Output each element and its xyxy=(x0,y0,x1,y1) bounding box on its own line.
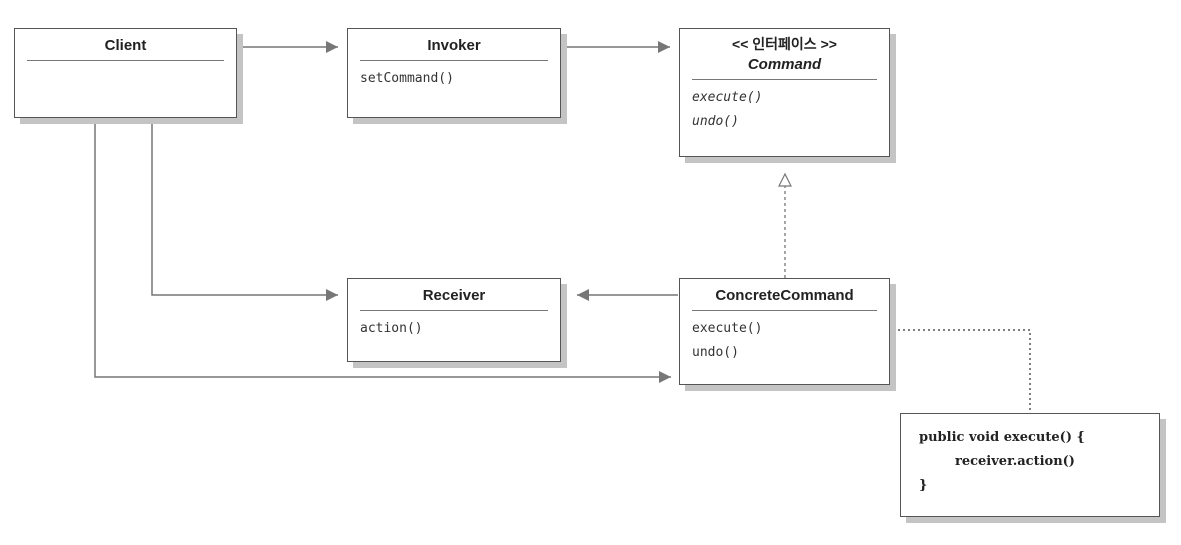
operation-setcommand: setCommand() xyxy=(360,71,454,86)
operation-execute: execute() xyxy=(692,90,763,105)
class-concretecommand[interactable]: ConcreteCommand execute() undo() xyxy=(679,278,890,385)
realization-arrowhead-icon xyxy=(778,172,792,187)
class-client-divider xyxy=(27,60,224,61)
interface-command[interactable]: << 인터페이스 >> Command execute() undo() xyxy=(679,28,890,157)
interface-stereotype: << 인터페이스 >> xyxy=(732,36,837,52)
interface-command-divider xyxy=(692,79,877,80)
note-line-signature: public void execute() { xyxy=(919,430,1085,445)
interface-command-title: Command xyxy=(747,56,822,73)
class-client[interactable]: Client xyxy=(14,28,237,118)
class-receiver-title: Receiver xyxy=(422,287,486,304)
class-concretecommand-title: ConcreteCommand xyxy=(715,287,854,304)
operation-undo: undo() xyxy=(692,114,739,129)
class-receiver-operations: action() xyxy=(348,311,560,341)
operation-execute: execute() xyxy=(692,321,763,336)
note-link xyxy=(778,329,1031,410)
class-invoker-divider xyxy=(360,60,548,61)
class-concretecommand-operations: execute() undo() xyxy=(680,311,889,365)
assoc-client-concretecommand xyxy=(94,118,671,383)
class-concretecommand-divider xyxy=(692,310,877,311)
note-line-close: } xyxy=(919,478,928,493)
code-note[interactable]: public void execute() { receiver.action(… xyxy=(900,413,1160,517)
assoc-client-receiver xyxy=(151,118,338,301)
class-client-title: Client xyxy=(104,37,147,54)
interface-command-operations: execute() undo() xyxy=(680,80,889,134)
class-receiver[interactable]: Receiver action() xyxy=(347,278,561,362)
note-line-body: receiver.action() xyxy=(955,454,1075,469)
operation-action: action() xyxy=(360,321,423,336)
interface-command-header: << 인터페이스 >> Command xyxy=(680,29,889,79)
class-invoker-title: Invoker xyxy=(427,37,481,54)
class-invoker[interactable]: Invoker setCommand() xyxy=(347,28,561,118)
operation-undo: undo() xyxy=(692,345,739,360)
class-receiver-divider xyxy=(360,310,548,311)
class-invoker-operations: setCommand() xyxy=(348,61,560,91)
